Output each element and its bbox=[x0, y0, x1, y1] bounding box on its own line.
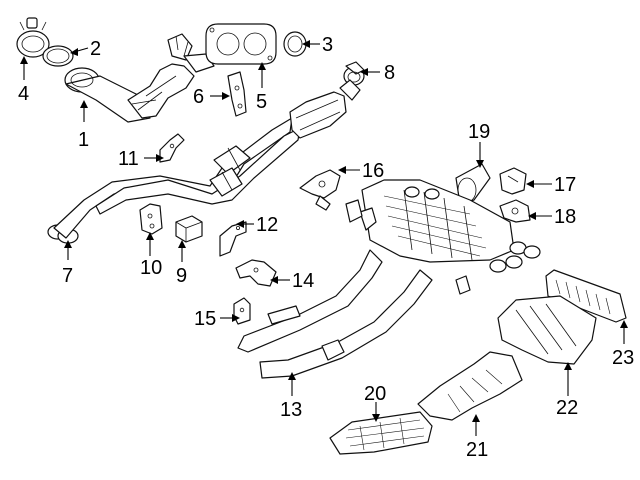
callout-21: 21 bbox=[466, 439, 488, 461]
callout-16: 16 bbox=[362, 160, 384, 182]
part-10-bracket bbox=[139, 203, 163, 235]
part-5-flange-gasket bbox=[205, 23, 277, 65]
callout-8: 8 bbox=[384, 62, 395, 84]
callout-12: 12 bbox=[256, 214, 278, 236]
callout-17: 17 bbox=[554, 174, 576, 196]
callout-19: 19 bbox=[468, 121, 490, 143]
callout-22: 22 bbox=[556, 397, 578, 419]
callout-4: 4 bbox=[18, 83, 29, 105]
callout-1: 1 bbox=[78, 129, 89, 151]
part-9-isolator bbox=[175, 215, 203, 243]
part-13-rear-muffler-assembly bbox=[237, 179, 541, 379]
arrowheads bbox=[20, 40, 628, 422]
callout-14: 14 bbox=[292, 270, 314, 292]
callout-3: 3 bbox=[322, 34, 333, 56]
part-23-heat-shield bbox=[545, 269, 627, 323]
callout-18: 18 bbox=[554, 206, 576, 228]
part-7-front-pipe bbox=[47, 79, 361, 244]
part-22-heat-shield bbox=[497, 295, 597, 365]
callout-2: 2 bbox=[90, 38, 101, 60]
part-12-bracket bbox=[219, 221, 247, 257]
part-18-bracket bbox=[499, 199, 531, 223]
callout-15: 15 bbox=[194, 308, 216, 330]
callout-7: 7 bbox=[62, 265, 73, 287]
callout-5: 5 bbox=[256, 91, 267, 113]
part-4-clamp bbox=[16, 17, 50, 58]
part-20-heat-shield bbox=[329, 411, 433, 455]
callout-6: 6 bbox=[193, 86, 204, 108]
part-17-bracket bbox=[499, 167, 527, 195]
part-8-clamp bbox=[343, 61, 365, 86]
part-16-bracket bbox=[299, 169, 341, 211]
part-6-bracket bbox=[227, 71, 247, 117]
part-11-bracket bbox=[159, 133, 185, 163]
part-1-catalytic-converter bbox=[64, 33, 215, 123]
callout-13: 13 bbox=[280, 399, 302, 421]
callout-23: 23 bbox=[612, 347, 634, 369]
callout-9: 9 bbox=[176, 265, 187, 287]
callout-labels: 1 2 3 4 5 6 7 8 9 10 11 12 13 14 15 16 1… bbox=[18, 34, 634, 461]
part-2-gasket bbox=[42, 45, 74, 67]
part-14-bracket bbox=[235, 259, 277, 287]
callout-11: 11 bbox=[118, 148, 139, 170]
callout-20: 20 bbox=[364, 383, 386, 405]
part-21-heat-shield bbox=[417, 351, 523, 421]
part-15-bracket bbox=[233, 297, 251, 325]
callout-10: 10 bbox=[140, 257, 162, 279]
